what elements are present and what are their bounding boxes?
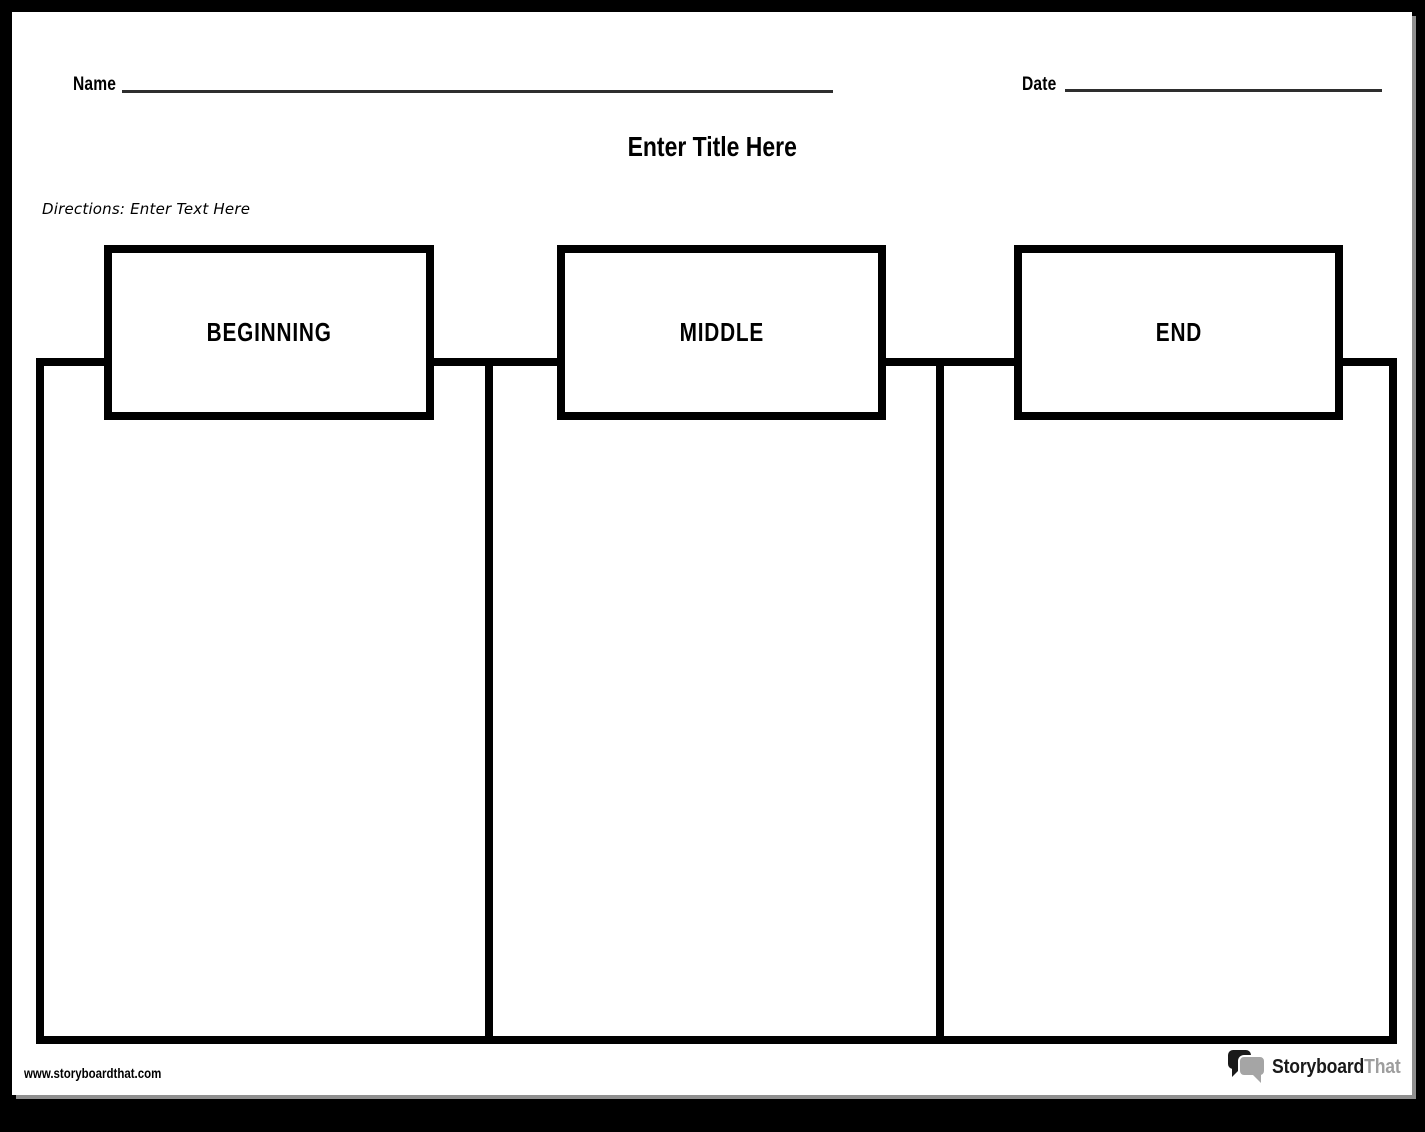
beginning-header-box[interactable]: BEGINNING bbox=[104, 245, 434, 420]
beginning-content-box[interactable] bbox=[44, 366, 485, 1036]
speech-bubbles-icon bbox=[1228, 1050, 1272, 1084]
middle-content-box[interactable] bbox=[493, 366, 936, 1036]
date-fill-line[interactable] bbox=[1065, 89, 1382, 92]
footer-url: www.storyboardthat.com bbox=[24, 1065, 162, 1081]
end-content-box[interactable] bbox=[944, 366, 1389, 1036]
worksheet-page: Name Date Enter Title Here Directions: E… bbox=[12, 12, 1412, 1095]
column-divider bbox=[936, 366, 944, 1036]
end-header-box[interactable]: END bbox=[1014, 245, 1343, 420]
storyboardthat-logo: StoryboardThat bbox=[1228, 1050, 1418, 1084]
content-area bbox=[36, 358, 1397, 1044]
end-label: END bbox=[1155, 317, 1202, 347]
title-row: Enter Title Here bbox=[12, 131, 1412, 163]
date-label: Date bbox=[1022, 74, 1057, 95]
logo-wordmark: StoryboardThat bbox=[1272, 1056, 1401, 1079]
name-fill-line[interactable] bbox=[122, 90, 833, 93]
name-label: Name bbox=[73, 74, 117, 95]
column-divider bbox=[485, 366, 493, 1036]
beginning-label: BEGINNING bbox=[206, 317, 332, 347]
middle-header-box[interactable]: MIDDLE bbox=[557, 245, 886, 420]
worksheet-title[interactable]: Enter Title Here bbox=[627, 131, 797, 162]
directions-text[interactable]: Directions: Enter Text Here bbox=[42, 200, 251, 218]
middle-label: MIDDLE bbox=[679, 317, 764, 347]
logo-text-that: That bbox=[1364, 1055, 1401, 1078]
logo-text-storyboard: Storyboard bbox=[1272, 1055, 1365, 1078]
